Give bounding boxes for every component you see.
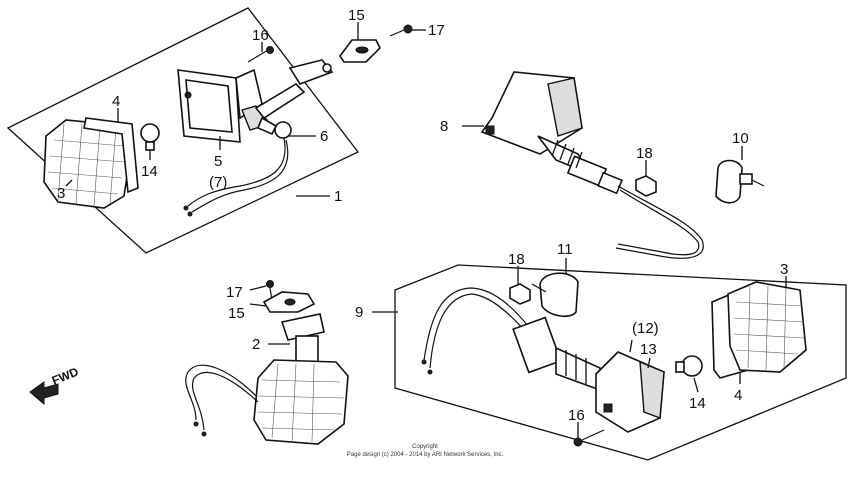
callout-14-right: 14	[689, 395, 706, 412]
turn-signal-part-13	[512, 316, 665, 433]
callout-5: 5	[214, 153, 222, 170]
callout-10: 10	[732, 130, 749, 147]
housing-part-5	[177, 68, 272, 143]
clamp-part-15-top	[339, 39, 381, 63]
callouts: 1 2 3 3 4 4 5 6 (7) 8 9 10 11 (12) 13 14…	[57, 7, 788, 424]
callout-18-bottom: 18	[508, 251, 525, 268]
callout-12: (12)	[632, 320, 659, 337]
grommet-part-10	[715, 159, 765, 204]
nut-part-18-bottom	[509, 283, 531, 305]
callout-4-right: 4	[734, 387, 742, 404]
callout-17-top: 17	[428, 22, 445, 39]
turn-signal-left	[253, 359, 349, 445]
stem-part-2	[280, 313, 325, 363]
callout-3-left: 3	[57, 185, 65, 202]
callout-17-bottom: 17	[226, 284, 243, 301]
wire-part-7	[187, 137, 286, 207]
clamp-part-15-bottom	[262, 291, 316, 313]
callout-15-bottom: 15	[228, 305, 245, 322]
wire-left	[185, 364, 257, 421]
forward-label: FWD	[50, 364, 81, 387]
gasket-part-4	[83, 117, 139, 194]
nut-part-18-top	[635, 175, 657, 197]
assembly-9-outline	[394, 264, 847, 461]
grommet-part-6	[256, 116, 292, 139]
callout-2: 2	[252, 336, 260, 353]
callout-3-right: 3	[780, 261, 788, 278]
lens-part-3-bottom	[727, 281, 807, 373]
callout-6: 6	[320, 128, 328, 145]
copyright-notice: Copyright Page design (c) 2004 - 2014 by…	[347, 444, 504, 458]
callout-4-left: 4	[112, 93, 120, 110]
callout-18-top: 18	[636, 145, 653, 162]
grommet-part-11	[531, 272, 579, 318]
bolt-part-16	[247, 46, 274, 63]
callout-7: (7)	[209, 174, 227, 191]
bolt-part-17-top	[389, 24, 413, 37]
leader-lines	[65, 22, 787, 438]
bolt-part-16-bottom	[573, 429, 605, 447]
forward-arrow-icon: FWD	[29, 364, 81, 406]
wire-part-9	[423, 287, 529, 361]
copyright-line-2: Page design (c) 2004 - 2014 by ARI Netwo…	[347, 452, 504, 458]
copyright-line-1: Copyright	[412, 444, 438, 450]
callout-15-top: 15	[348, 7, 365, 24]
callout-16-top: 16	[252, 27, 269, 44]
assembly-1-outline	[6, 7, 360, 254]
bulb-part-14	[140, 123, 160, 151]
callout-1: 1	[334, 188, 342, 205]
callout-9: 9	[355, 304, 363, 321]
bulb-part-14-bottom	[675, 355, 703, 377]
wire-part-8	[615, 185, 704, 259]
callout-11: 11	[557, 241, 573, 258]
callout-13: 13	[640, 341, 657, 358]
turn-signal-part-8	[480, 71, 623, 195]
callout-8: 8	[440, 118, 448, 135]
callout-14-left: 14	[141, 163, 158, 180]
callout-16-bottom: 16	[568, 407, 585, 424]
stem-arm	[254, 59, 334, 120]
